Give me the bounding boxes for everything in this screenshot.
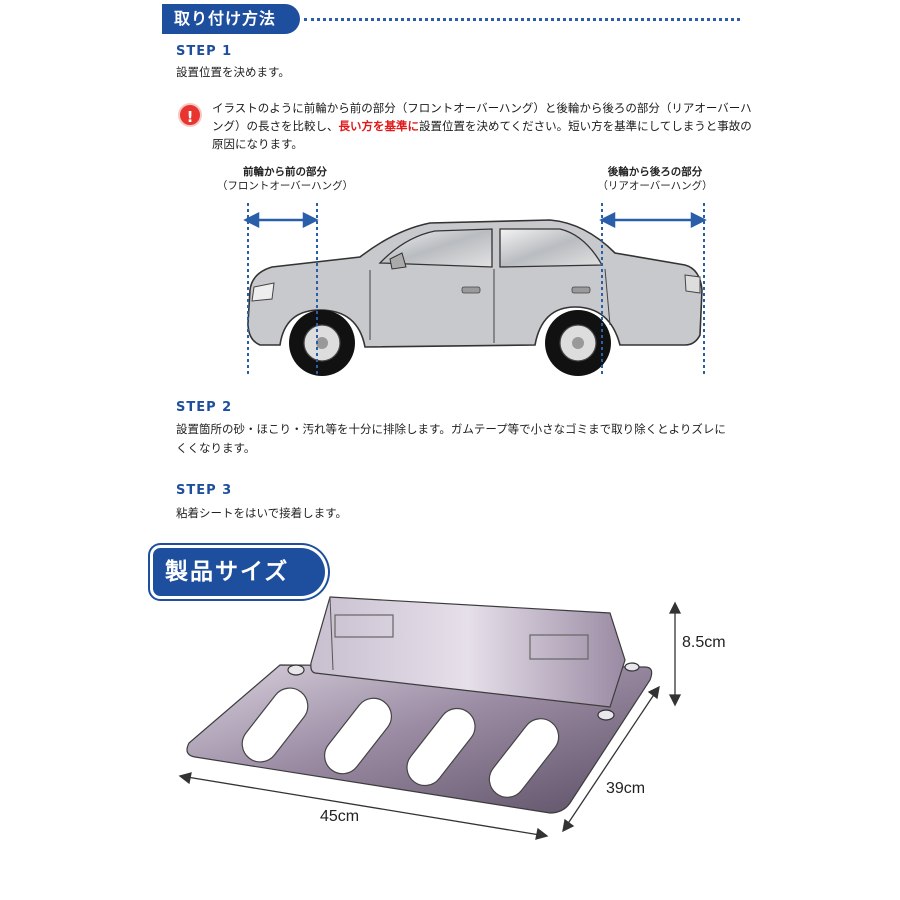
header-dotted-divider [304, 18, 740, 21]
rear-overhang-label: 後輪から後ろの部分 （リアオーバーハング） [570, 165, 740, 193]
step2-text: 設置箇所の砂・ほこり・汚れ等を十分に排除します。ガムテープ等で小さなゴミまで取り… [176, 422, 726, 455]
product-illustration [178, 596, 682, 840]
mat-raised-block [310, 596, 626, 708]
depth-dimension-label: 39cm [606, 780, 646, 797]
step1-warning-text: イラストのように前輪から前の部分（フロントオーバーハング）と後輪から後ろの部分（… [212, 99, 752, 153]
overhang-reference-lines [247, 203, 705, 375]
front-overhang-label-line1: 前輪から前の部分 [243, 166, 327, 178]
dimension-lines [178, 601, 682, 840]
car-illustration [243, 203, 707, 376]
warning-text-part1: イラストのように前輪から前の部分（フロントオーバーハング）と後輪から後ろの部分（… [212, 101, 752, 133]
warning-text-part2: 設置位置を決めてください。短い方を基準にしてしまうと事故の原因になります。 [212, 119, 752, 151]
step2-label: STEP 2 [176, 400, 233, 415]
mat-slots [241, 687, 560, 798]
step3-label: STEP 3 [176, 483, 233, 498]
warning-text-emphasis: 長い方を基準に [338, 119, 420, 133]
front-wheel [289, 310, 355, 376]
width-dimension-label: 45cm [320, 808, 360, 825]
rear-overhang-label-line2: （リアオーバーハング） [597, 180, 713, 192]
install-method-header: 取り付け方法 [162, 4, 300, 34]
front-overhang-arrow [243, 211, 319, 229]
front-overhang-label-line2: （フロントオーバーハング） [216, 180, 354, 192]
step1-text: 設置位置を決めます。 [176, 65, 290, 79]
height-dimension-label: 8.5cm [682, 634, 726, 651]
rear-wheel [545, 310, 611, 376]
step1-label: STEP 1 [176, 44, 233, 59]
product-size-header: 製品サイズ [153, 548, 325, 596]
rear-overhang-arrow [599, 211, 707, 229]
car-front-window [378, 228, 493, 268]
screw-holes [287, 662, 640, 721]
exclamation-warning-icon: ! [178, 103, 202, 127]
rear-overhang-label-line1: 後輪から後ろの部分 [607, 166, 703, 178]
step3-text: 粘着シートをはいで接着します。 [176, 506, 348, 520]
front-overhang-label: 前輪から前の部分 （フロントオーバーハング） [200, 165, 370, 193]
